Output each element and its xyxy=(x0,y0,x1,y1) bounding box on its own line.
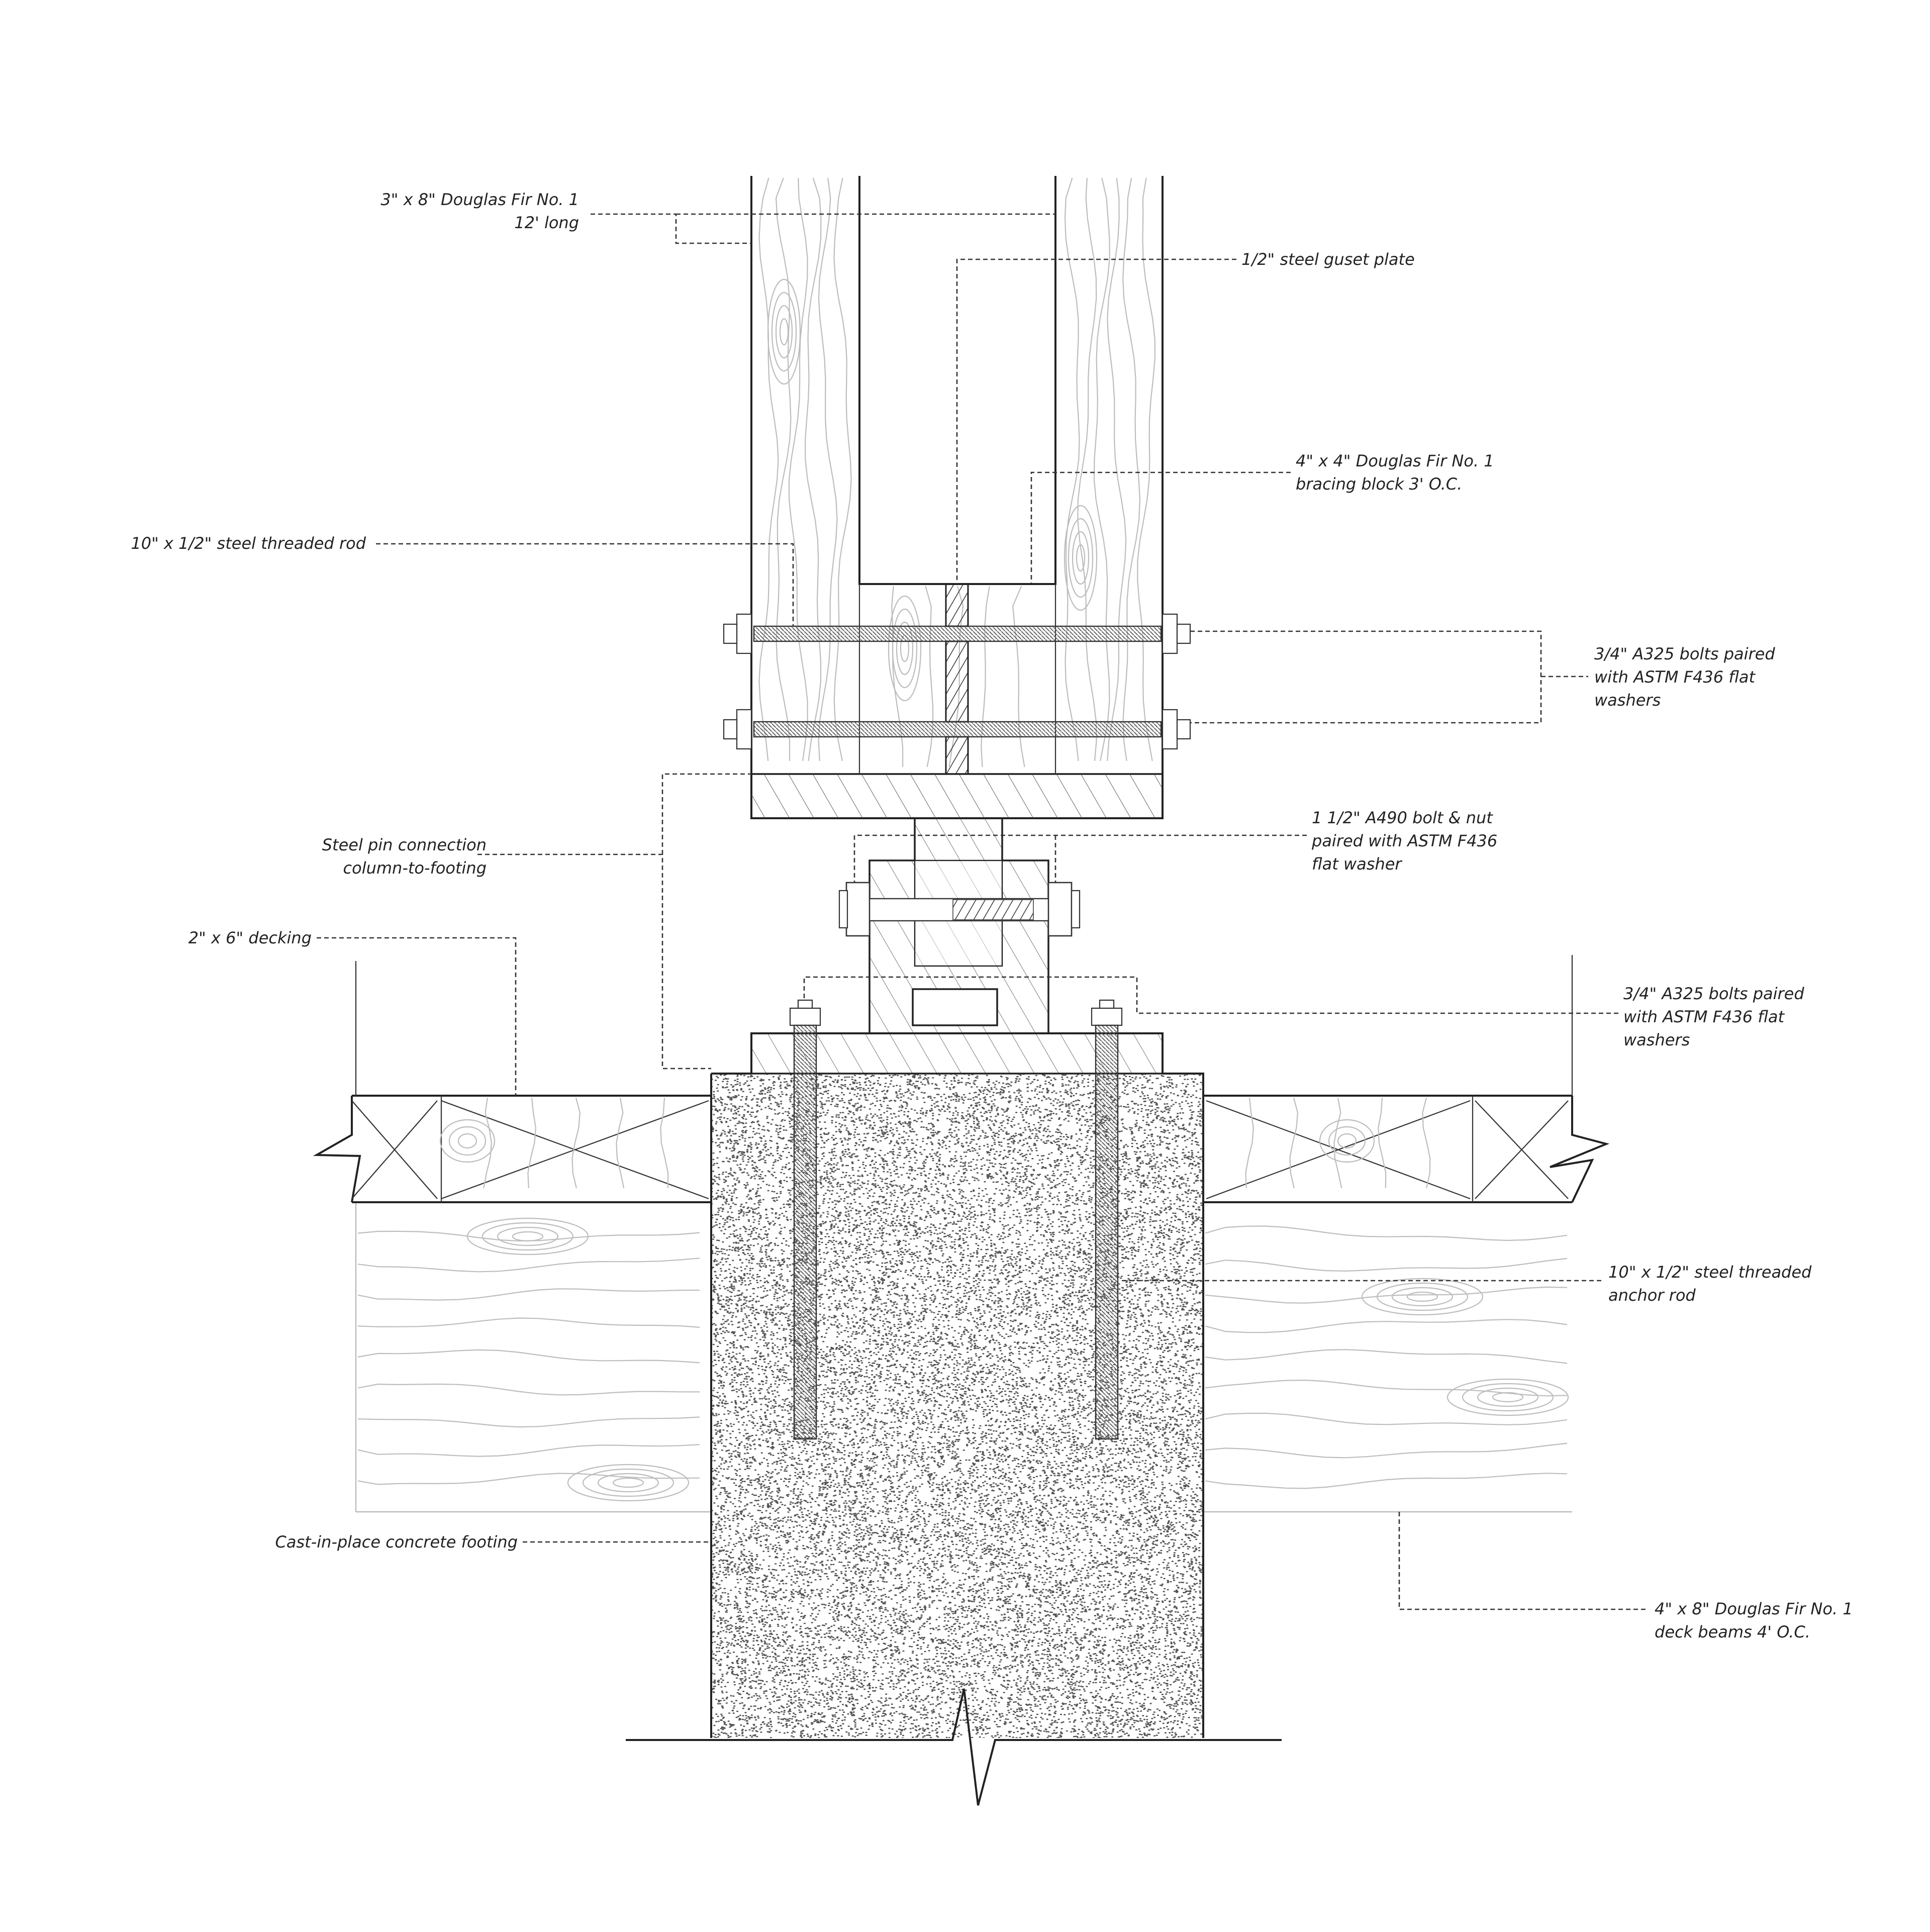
label-anchor-rod-line1: 10" x 1/2" steel threaded xyxy=(1608,1263,1812,1282)
label-threaded-rod: 10" x 1/2" steel threaded rod xyxy=(131,534,366,553)
label-bolts-upper-line2: with ASTM F436 flat xyxy=(1594,667,1756,687)
label-bolts-upper-line1: 3/4" A325 bolts paired xyxy=(1594,644,1775,663)
anchor-rods xyxy=(789,999,1123,1440)
label-gusset-line1: 1/2" steel guset plate xyxy=(1241,250,1415,269)
label-pin-bolt-line3: flat washer xyxy=(1312,854,1402,874)
label-anchor-rod-line2: anchor rod xyxy=(1608,1286,1696,1305)
label-footing-line1: Cast-in-place concrete footing xyxy=(275,1532,518,1552)
label-bracing-line1: 4" x 4" Douglas Fir No. 1 xyxy=(1296,451,1494,470)
label-anchor-rod: 10" x 1/2" steel threaded anchor rod xyxy=(1608,1263,1812,1305)
concrete-footing xyxy=(626,1032,1282,1806)
label-decking-line1: 2" x 6" decking xyxy=(188,928,312,947)
label-footing: Cast-in-place concrete footing xyxy=(275,1532,518,1552)
label-deck-beams-line1: 4" x 8" Douglas Fir No. 1 xyxy=(1655,1599,1853,1618)
pin-knuckle xyxy=(838,817,1081,1034)
label-pin-bolt-line2: paired with ASTM F436 xyxy=(1311,831,1497,850)
decking-boards xyxy=(313,955,1610,1203)
label-pin-connection-line1: Steel pin connection xyxy=(322,835,487,854)
label-bolts-upper: 3/4" A325 bolts paired with ASTM F436 fl… xyxy=(1594,644,1775,710)
label-pin-connection: Steel pin connection column-to-footing xyxy=(322,835,487,878)
label-threaded-rod-line1: 10" x 1/2" steel threaded rod xyxy=(131,534,366,553)
label-bolts-lower-line2: with ASTM F436 flat xyxy=(1623,1007,1785,1026)
column-assembly xyxy=(723,176,1191,819)
label-bolts-lower-line1: 3/4" A325 bolts paired xyxy=(1623,984,1804,1003)
leader-lines xyxy=(317,213,1649,1610)
label-bolts-lower: 3/4" A325 bolts paired with ASTM F436 fl… xyxy=(1623,984,1804,1049)
label-decking: 2" x 6" decking xyxy=(188,928,312,947)
label-deck-beams: 4" x 8" Douglas Fir No. 1 deck beams 4' … xyxy=(1655,1599,1853,1641)
label-bracing-block: 4" x 4" Douglas Fir No. 1 bracing block … xyxy=(1296,451,1494,494)
deck-beam xyxy=(355,1201,1572,1513)
label-pin-bolt-line1: 1 1/2" A490 bolt & nut xyxy=(1312,808,1493,827)
label-bolts-lower-line3: washers xyxy=(1623,1030,1690,1049)
label-column-line2: 12' long xyxy=(514,213,579,232)
label-deck-beams-line2: deck beams 4' O.C. xyxy=(1655,1622,1810,1641)
label-gusset-plate: 1/2" steel guset plate xyxy=(1241,250,1415,269)
label-column-line1: 3" x 8" Douglas Fir No. 1 xyxy=(380,190,579,209)
label-bracing-line2: bracing block 3' O.C. xyxy=(1296,474,1462,494)
label-bolts-upper-line3: washers xyxy=(1594,691,1661,710)
label-pin-connection-line2: column-to-footing xyxy=(343,858,487,878)
label-pin-bolt: 1 1/2" A490 bolt & nut paired with ASTM … xyxy=(1311,808,1497,874)
label-column: 3" x 8" Douglas Fir No. 1 12' long xyxy=(380,190,579,232)
